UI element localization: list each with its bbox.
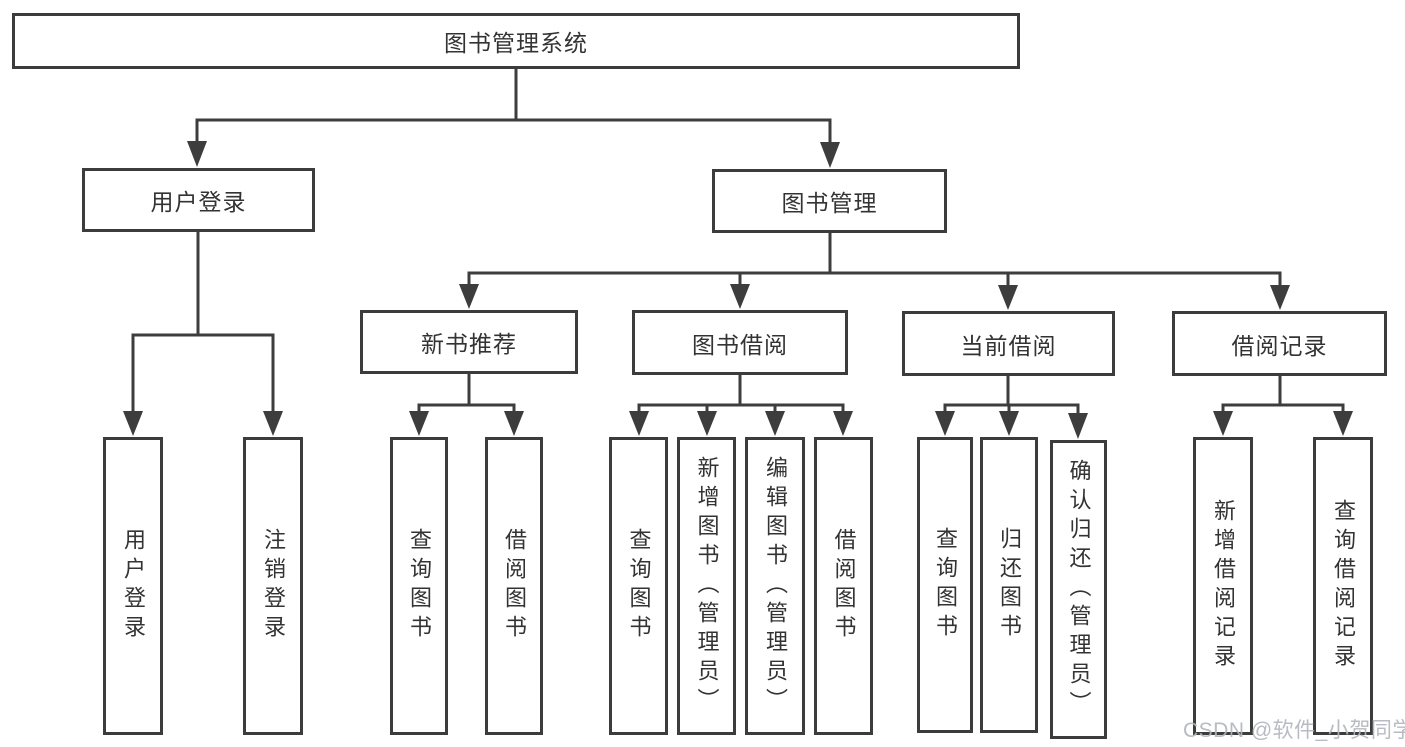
node-leaf-logout-label: 注销登录: [261, 528, 286, 644]
node-new-book-rec-label: 新书推荐: [421, 331, 517, 357]
node-book-borrow-label: 图书借阅: [692, 331, 788, 358]
node-leaf-br-query: 查询借阅记录: [1313, 437, 1373, 735]
arrowhead-down: [123, 411, 143, 436]
node-root-label: 图书管理系统: [444, 30, 588, 56]
arrowhead-down: [1213, 411, 1233, 436]
arrowhead-down: [1333, 411, 1353, 436]
node-root: 图书管理系统: [12, 13, 1020, 69]
node-leaf-br-add: 新增借阅记录: [1193, 437, 1253, 735]
edges-user-login: [123, 232, 283, 436]
arrowhead-down: [504, 411, 524, 436]
arrowhead-down: [935, 411, 955, 436]
csdn-watermark: CSDN @软件_小贺同学: [1183, 719, 1405, 742]
edges-book-borrow: [629, 375, 853, 436]
node-leaf-rec-query-label: 查询图书: [407, 528, 432, 644]
edges-current-borrow: [935, 376, 1088, 439]
arrowhead-down: [730, 284, 750, 309]
node-leaf-bb-edit-label: 编辑图书（管理员）: [763, 455, 788, 717]
node-current-borrow: 当前借阅: [902, 311, 1115, 376]
node-leaf-cb-query-label: 查询图书: [933, 527, 958, 643]
node-borrow-record: 借阅记录: [1172, 311, 1387, 376]
edges-book-mgmt: [459, 233, 1290, 310]
node-current-borrow-label: 当前借阅: [960, 332, 1057, 359]
arrowhead-down: [999, 411, 1019, 436]
arrowhead-down: [1068, 413, 1088, 439]
node-leaf-rec-borrow-label: 借阅图书: [502, 528, 527, 644]
node-book-mgmt-label: 图书管理: [781, 190, 878, 216]
node-leaf-bb-borrow: 借阅图书: [814, 437, 873, 735]
node-leaf-bb-borrow-label: 借阅图书: [831, 528, 857, 644]
node-leaf-cb-confirm-label: 确认归还（管理员）: [1066, 459, 1092, 720]
arrowhead-down: [998, 285, 1018, 310]
node-leaf-bb-add-label: 新增图书（管理员）: [694, 455, 720, 717]
node-leaf-bb-add: 新增图书（管理员）: [677, 437, 736, 735]
node-leaf-br-add-label: 新增借阅记录: [1211, 499, 1236, 673]
arrowhead-down: [409, 411, 429, 436]
node-leaf-br-query-label: 查询借阅记录: [1331, 499, 1356, 673]
node-leaf-rec-query: 查询图书: [390, 437, 448, 735]
node-leaf-cb-return-label: 归还图书: [997, 527, 1022, 643]
node-leaf-rec-borrow: 借阅图书: [485, 437, 543, 735]
node-leaf-user-login-label: 用户登录: [121, 528, 146, 644]
node-leaf-user-login: 用户登录: [103, 437, 163, 735]
node-user-login: 用户登录: [82, 168, 315, 232]
arrowhead-down: [187, 141, 207, 167]
node-leaf-bb-edit: 编辑图书（管理员）: [745, 437, 805, 735]
arrowhead-down: [765, 411, 785, 436]
arrowhead-down: [459, 284, 479, 309]
arrowhead-down: [1270, 285, 1290, 310]
node-user-login-label: 用户登录: [150, 189, 247, 215]
edges-borrow-record: [1213, 376, 1353, 436]
node-leaf-bb-query: 查询图书: [609, 437, 668, 735]
node-leaf-bb-query-label: 查询图书: [626, 528, 652, 644]
arrowhead-down: [263, 411, 283, 436]
arrowhead-down: [833, 411, 853, 436]
node-borrow-record-label: 借阅记录: [1231, 332, 1328, 359]
node-book-borrow: 图书借阅: [632, 310, 848, 375]
node-leaf-cb-query: 查询图书: [917, 437, 973, 733]
node-leaf-cb-confirm: 确认归还（管理员）: [1050, 440, 1107, 739]
node-leaf-cb-return: 归还图书: [980, 437, 1038, 733]
node-leaf-logout: 注销登录: [243, 437, 303, 735]
edges-new-book-rec: [409, 374, 524, 436]
node-book-mgmt: 图书管理: [712, 169, 947, 233]
edges-root: [187, 68, 840, 168]
arrowhead-down: [697, 411, 717, 436]
node-new-book-rec: 新书推荐: [360, 310, 578, 374]
arrowhead-down: [629, 411, 649, 436]
arrowhead-down: [820, 142, 840, 168]
